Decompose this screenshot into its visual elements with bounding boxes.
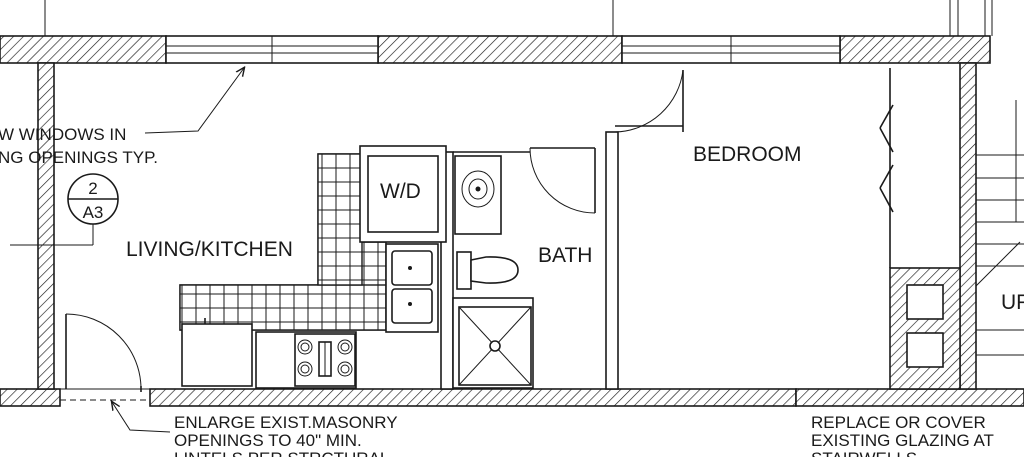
top-exterior-wall [0,35,991,64]
note-masonry-line1: ENLARGE EXIST.MASONRY [174,413,398,432]
bath-fixtures [452,151,534,389]
section-tag: 2 A3 [10,173,119,246]
room-label-bedroom: BEDROOM [693,143,802,166]
room-label-washer-dryer: W/D [380,180,421,203]
note-windows-line2: NG OPENINGS TYP. [0,148,158,167]
closet-bifold-door [879,68,894,268]
window-top-right [621,35,841,64]
refrigerator [181,318,253,387]
room-label-bath: BATH [538,244,592,267]
stair [975,100,1024,356]
entry-door [65,313,142,392]
section-tag-number: 2 [88,179,97,198]
note-glazing-line1: REPLACE OR COVER [811,413,986,432]
note-windows-line1: W WINDOWS IN [0,125,126,144]
note-glazing-line2: EXISTING GLAZING AT [811,431,994,450]
upper-building-lines [44,0,993,36]
section-tag-sheet: A3 [83,203,104,222]
bedroom-door [614,69,684,133]
note-masonry-line2: OPENINGS TO 40" MIN. [174,431,362,450]
note-masonry-line3: LINTELS PER STRCTURAL [174,449,389,457]
range-stove [255,331,357,389]
kitchen [179,145,447,389]
stair-label-up: UP [1001,291,1024,314]
doors [65,68,894,392]
bath-door [529,147,596,214]
lavatory [454,155,502,235]
window-top-left [165,35,379,64]
interior-walls [37,62,977,390]
room-label-living-kitchen: LIVING/KITCHEN [126,238,293,261]
note-glazing-line3: STAIRWELLS [811,449,917,457]
bottom-exterior-wall [0,388,1024,407]
note-leaders [112,68,244,433]
shower [452,297,534,389]
toilet [456,251,519,290]
sink [385,243,439,333]
